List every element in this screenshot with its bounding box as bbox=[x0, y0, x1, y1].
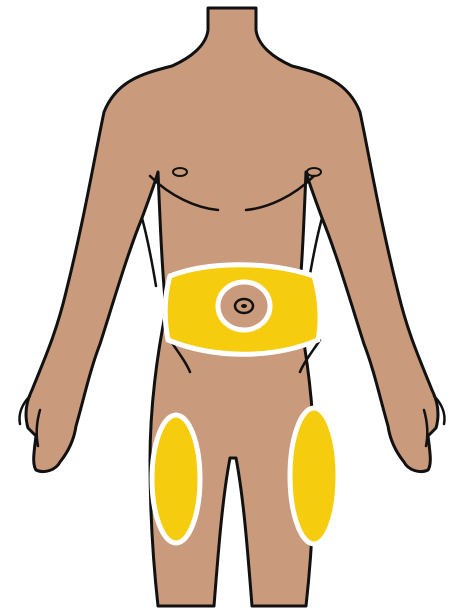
left-arm-inner-line bbox=[142, 218, 156, 286]
left-thigh-zone bbox=[152, 415, 200, 543]
body-silhouette bbox=[26, 8, 438, 606]
right-thigh-zone bbox=[290, 408, 338, 544]
navel-center bbox=[241, 304, 247, 308]
